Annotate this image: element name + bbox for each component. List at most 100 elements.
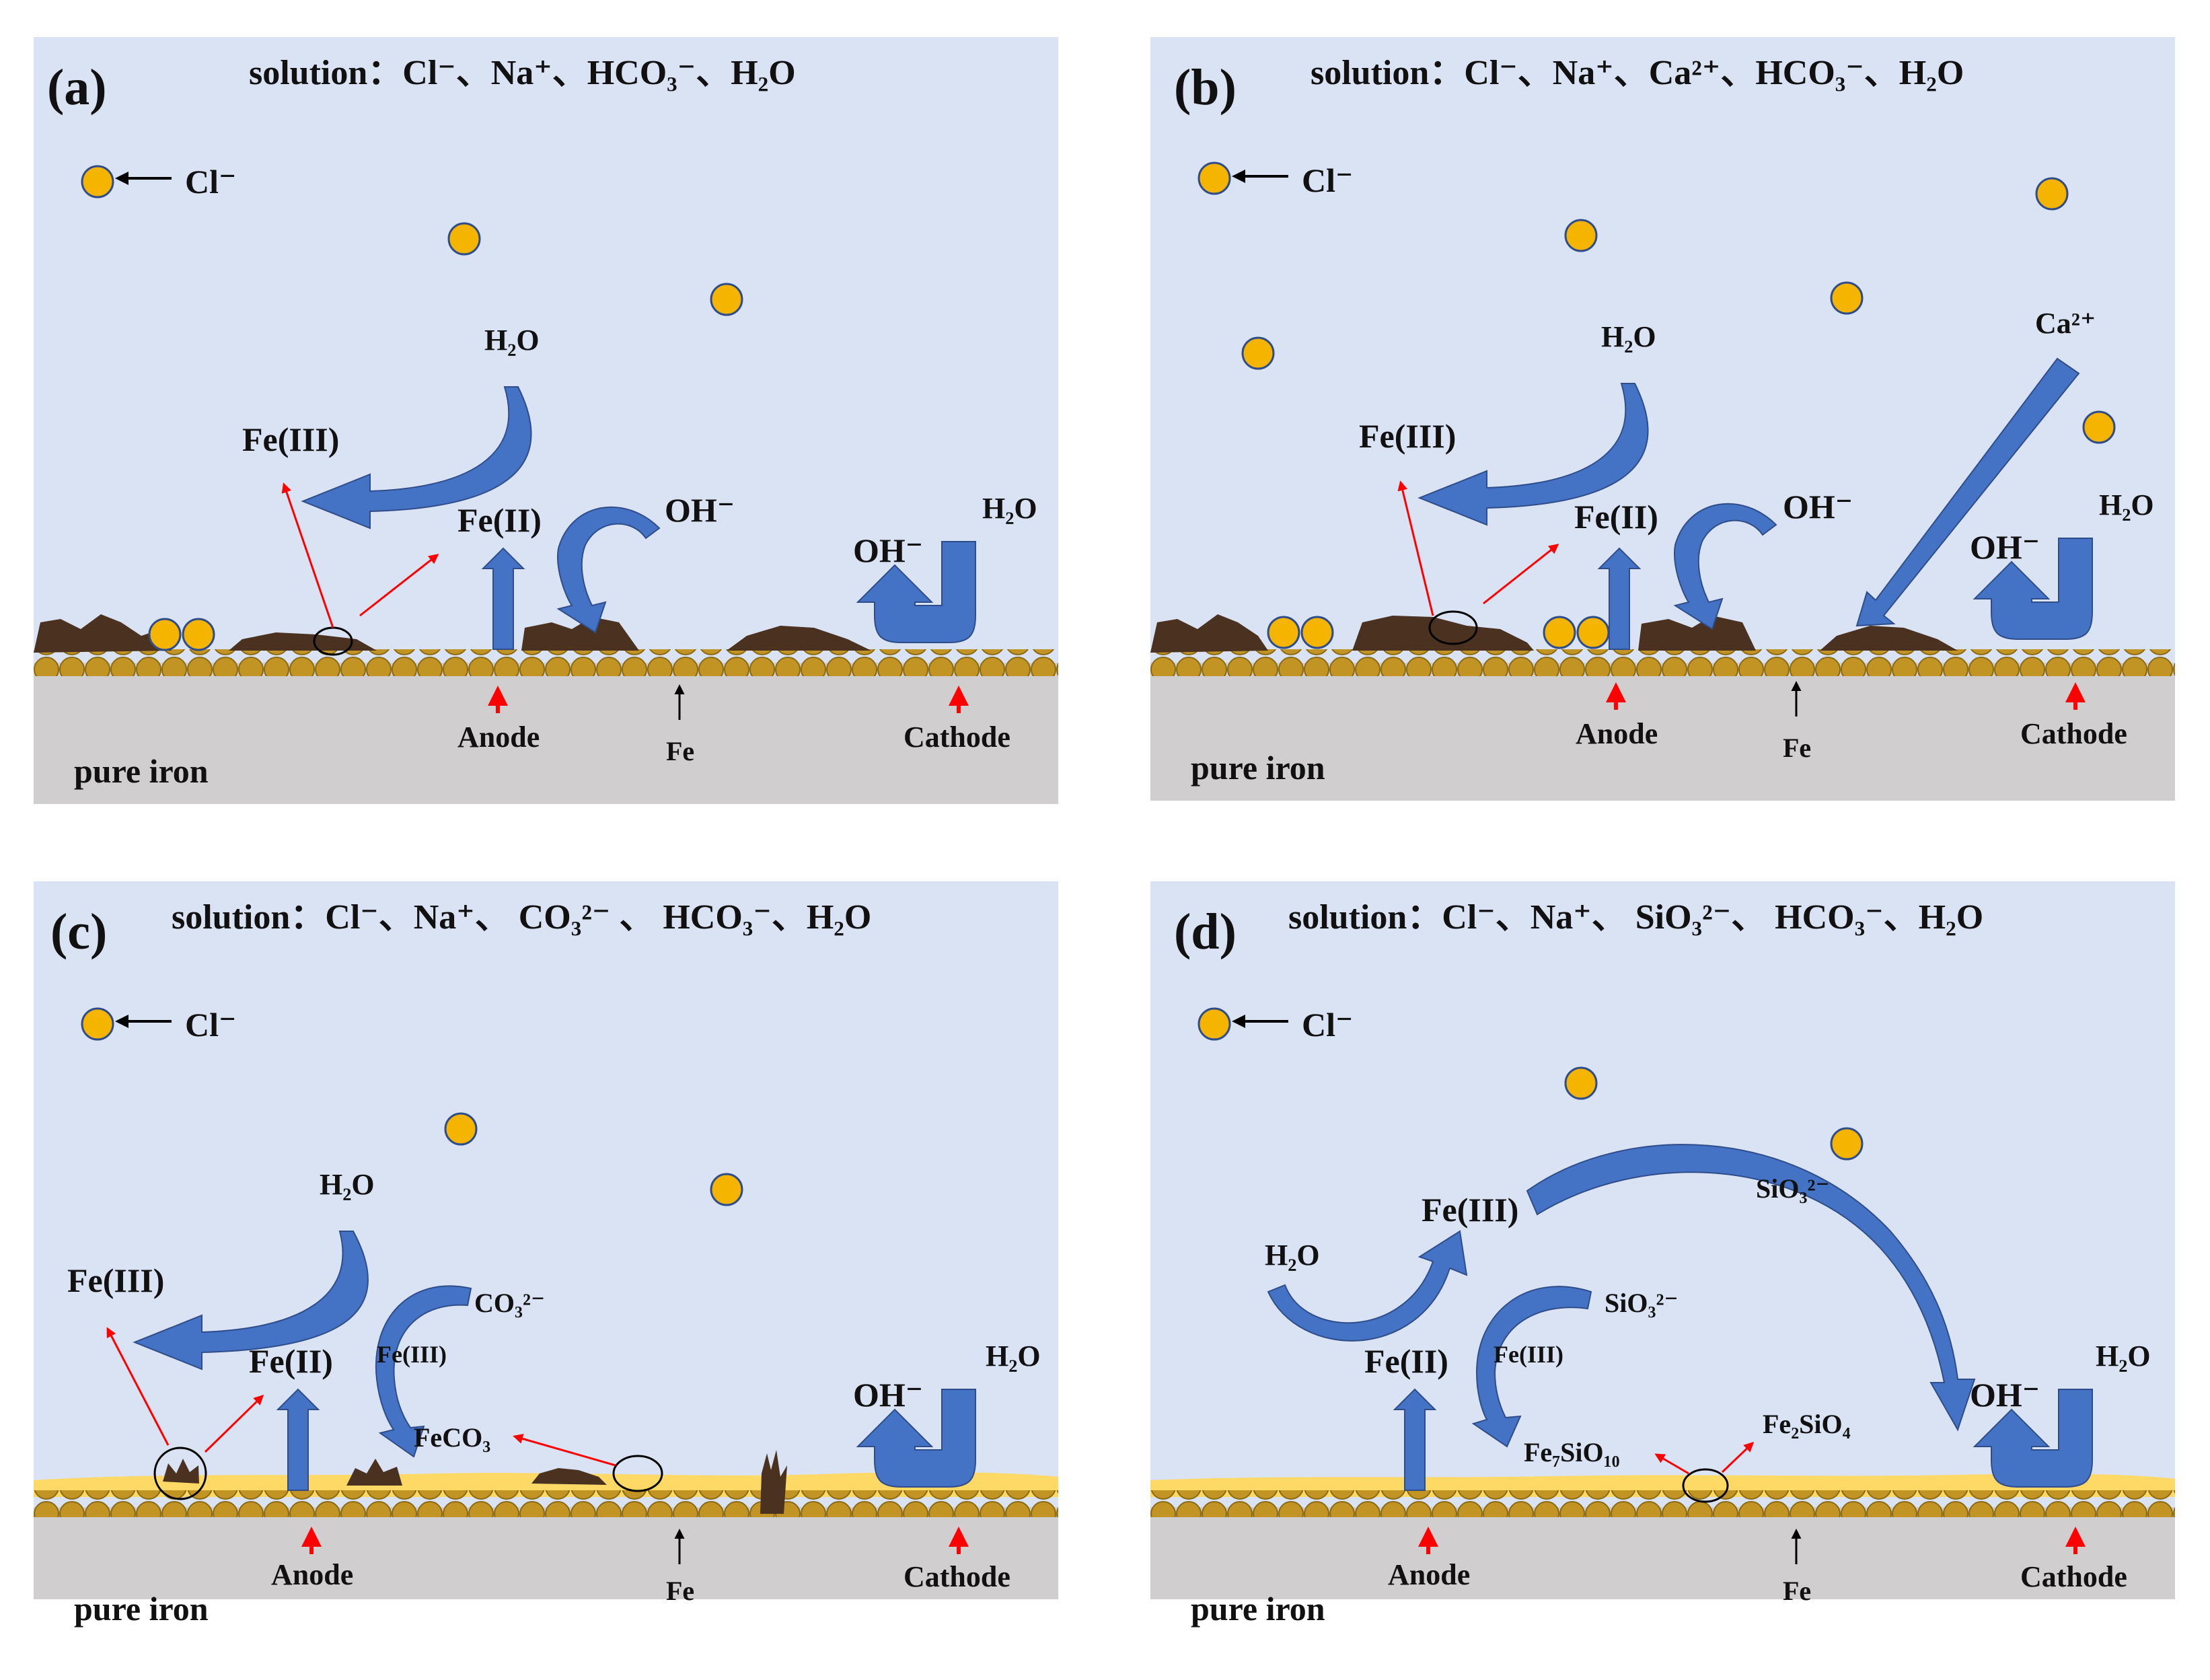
corrosion-product	[1352, 616, 1534, 651]
substrate-label: pure iron	[74, 752, 209, 790]
cl-ion	[710, 283, 743, 316]
cl-legend-label: Cl⁻	[185, 163, 236, 200]
feco3-deposit	[346, 1459, 402, 1486]
h2o-right-label: H₂O	[2096, 1340, 2151, 1373]
cathode-label: Cathode	[2020, 1560, 2127, 1593]
fe-label: Fe	[1783, 1576, 1811, 1606]
cl-ion	[1300, 616, 1334, 649]
fe3-small-label: Fe(III)	[1494, 1341, 1563, 1368]
reaction-site-circle	[1682, 1468, 1729, 1503]
sio3-top-label: SiO₃²⁻	[1756, 1173, 1830, 1204]
corrosion-product	[1150, 614, 1268, 653]
solution-region	[1150, 881, 2175, 1507]
fe-label: Fe	[666, 736, 694, 766]
pure-iron-substrate	[1150, 1507, 2175, 1599]
cathode-u-arrow	[1973, 538, 2093, 640]
h2o-label: H₂O	[1601, 320, 1656, 353]
cl-ion	[444, 1112, 478, 1146]
fe2-up-arrow	[276, 1388, 320, 1491]
iron-atom-row	[1150, 1490, 2175, 1517]
cl-ion-legend	[81, 1007, 114, 1041]
cathode-u-arrow	[856, 541, 976, 643]
solution-region	[34, 37, 1058, 663]
pure-iron-substrate	[34, 1507, 1058, 1599]
cathode-label: Cathode	[904, 721, 1010, 754]
fe2-label: Fe(II)	[1574, 498, 1658, 536]
fe2-up-arrow	[481, 547, 525, 650]
hydrolysis-arrow	[1267, 1230, 1468, 1342]
h2o-label: H₂O	[484, 324, 540, 357]
oh-right-label: OH⁻	[853, 1376, 923, 1414]
oh-label: OH⁻	[1783, 488, 1853, 525]
cl-ion	[447, 222, 481, 256]
corrosion-product	[521, 617, 639, 651]
substrate-label: pure iron	[1191, 1590, 1325, 1628]
red-arrow	[1721, 1441, 1755, 1473]
red-arrow	[106, 1327, 170, 1446]
hydrolysis-arrow	[1417, 383, 1649, 526]
fe2-up-arrow	[1393, 1388, 1437, 1491]
hydrolysis-arrow	[133, 1231, 369, 1371]
cl-ion	[1830, 281, 1864, 315]
solution-region	[34, 881, 1058, 1507]
red-arrow	[1483, 544, 1559, 605]
cathode-label: Cathode	[2020, 717, 2127, 750]
fe2-label: Fe(II)	[1364, 1342, 1448, 1380]
pure-iron-substrate	[34, 663, 1058, 804]
reaction-site-circle	[612, 1455, 663, 1492]
panel-label: (d)	[1174, 904, 1237, 960]
cl-ion	[1830, 1127, 1864, 1161]
fe-label: Fe	[666, 1576, 694, 1606]
cl-legend-label: Cl⁻	[185, 1006, 236, 1044]
h2o-right-label: H₂O	[986, 1340, 1041, 1373]
substrate-label: pure iron	[1191, 749, 1325, 787]
red-arrow	[359, 554, 439, 617]
panel-label: (c)	[50, 904, 107, 960]
cl-legend-label: Cl⁻	[1302, 1006, 1353, 1044]
cl-ion	[2035, 177, 2069, 211]
fe-label: Fe	[1783, 733, 1811, 763]
h2o-label: H₂O	[320, 1168, 375, 1201]
corrosion-product	[1638, 616, 1756, 651]
pit-circle	[153, 1447, 207, 1500]
ca-label: Ca²⁺	[2035, 307, 2096, 340]
cathode-u-arrow	[856, 1389, 976, 1488]
oh-right-label: OH⁻	[1970, 1376, 2040, 1414]
reaction-site-circle	[1428, 610, 1478, 645]
panel-a: (a) solution：Cl⁻、Na⁺、HCO₃⁻、H₂O Cl⁻ H₂O F…	[34, 37, 1058, 804]
fe3-label: Fe(III)	[242, 421, 339, 458]
hydrolysis-arrow	[301, 386, 532, 529]
silicate-arc-arrow	[1526, 1144, 1976, 1432]
corrosion-product	[727, 626, 871, 651]
sio3-mid-label: SiO₃²⁻	[1605, 1288, 1679, 1318]
cl-ion-legend	[1198, 161, 1231, 195]
pit-product	[163, 1459, 199, 1484]
cl-ion	[1241, 336, 1275, 370]
oh-right-label: OH⁻	[853, 532, 923, 569]
cl-ion	[1564, 219, 1598, 252]
anode-label: Anode	[1576, 717, 1658, 750]
red-arrow	[513, 1434, 616, 1467]
h2o-right-label: H₂O	[2099, 488, 2154, 521]
anode-label: Anode	[457, 721, 540, 754]
red-arrow	[1654, 1453, 1689, 1475]
cathode-u-arrow	[1973, 1389, 2093, 1488]
substrate-label: pure iron	[74, 1590, 209, 1628]
panel-label: (b)	[1174, 59, 1237, 116]
cl-ion	[1576, 616, 1610, 649]
fe2-up-arrow	[1597, 547, 1642, 650]
panel-c: (c) solution：Cl⁻、Na⁺、 CO₃²⁻ 、 HCO₃⁻、H₂O …	[34, 881, 1058, 1628]
fe2-label: Fe(II)	[249, 1342, 333, 1380]
fe2-label: Fe(II)	[457, 501, 542, 539]
fe3-label: Fe(III)	[1422, 1191, 1518, 1229]
cl-ion	[148, 618, 182, 651]
cl-ion	[1543, 616, 1576, 649]
fe7sio10-label: Fe₇SiO₁₀	[1524, 1437, 1620, 1467]
corrosion-product	[1820, 626, 1958, 651]
ca-diagonal-arrow	[1855, 357, 2080, 627]
pure-iron-substrate	[1150, 663, 2175, 801]
cl-ion-legend	[1198, 1007, 1231, 1041]
cl-ion	[2082, 410, 2116, 444]
cl-ion	[1267, 616, 1300, 649]
cl-ion	[1564, 1066, 1598, 1100]
